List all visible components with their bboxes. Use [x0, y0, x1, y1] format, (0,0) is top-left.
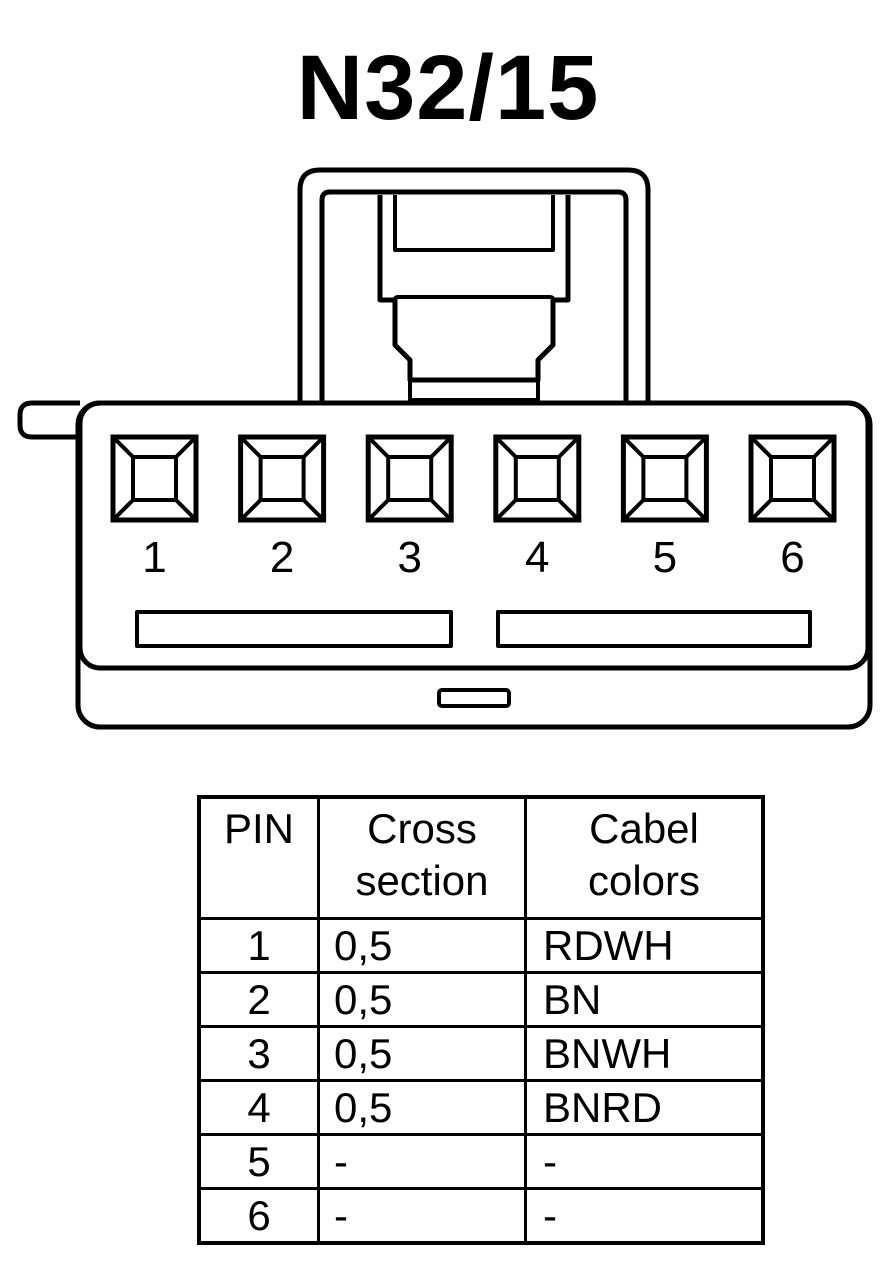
cell-pin: 4	[197, 1079, 320, 1136]
table-row: 2 0,5 BN	[197, 971, 765, 1028]
pin-cavity-2	[238, 434, 327, 523]
header-pin: PIN	[197, 795, 320, 920]
cell-cross: 0,5	[317, 917, 527, 974]
cell-color: -	[524, 1133, 765, 1190]
left-tab	[17, 400, 80, 440]
header-cable-colors: Cabel colors	[524, 795, 765, 920]
table-row: 5 - -	[197, 1133, 765, 1190]
header-color-line2: colors	[587, 857, 701, 904]
table-row: 4 0,5 BNRD	[197, 1079, 765, 1136]
cell-cross: -	[317, 1133, 527, 1190]
pin-cavity-3	[365, 434, 454, 523]
cell-color: BNWH	[524, 1025, 765, 1082]
cell-color: BNRD	[524, 1079, 765, 1136]
cell-pin: 3	[197, 1025, 320, 1082]
header-color-line1: Cabel	[589, 805, 699, 852]
table-row: 6 - -	[197, 1187, 765, 1245]
pin-label-6: 6	[780, 533, 804, 582]
slot-right	[496, 610, 812, 648]
cell-cross: -	[317, 1187, 527, 1245]
cell-pin: 1	[197, 917, 320, 974]
cell-cross: 0,5	[317, 971, 527, 1028]
pin-cavity-1	[110, 434, 199, 523]
slot-left	[135, 610, 453, 648]
pin-label-5: 5	[653, 533, 677, 582]
cell-color: -	[524, 1187, 765, 1245]
bottom-slot	[437, 688, 511, 708]
pin-cavity-5	[620, 434, 709, 523]
pin-label-3: 3	[397, 533, 421, 582]
table-row: 1 0,5 RDWH	[197, 917, 765, 974]
pin-cavity-4	[493, 434, 582, 523]
pin-label-2: 2	[270, 533, 294, 582]
latch-outer	[297, 167, 651, 405]
cell-cross: 0,5	[317, 1025, 527, 1082]
table-row: 3 0,5 BNWH	[197, 1025, 765, 1082]
pin-label-4: 4	[525, 533, 549, 582]
pin-table: PIN Cross section Cabel colors 1 0,5 RDW…	[197, 795, 765, 1245]
cell-cross: 0,5	[317, 1079, 527, 1136]
latch-inner	[319, 189, 629, 405]
pin-label-1: 1	[142, 533, 166, 582]
latch-tongue	[377, 195, 571, 383]
header-cross-line2: section	[355, 857, 489, 904]
housing-inner	[77, 400, 871, 671]
connector-diagram: 1 2 3 4 5 6	[17, 167, 873, 730]
connector-title: N32/15	[296, 37, 600, 139]
cell-color: RDWH	[524, 917, 765, 974]
table-header-row: PIN Cross section Cabel colors	[197, 795, 765, 920]
header-cross-section: Cross section	[317, 795, 527, 920]
pin-cavity-6	[748, 434, 837, 523]
cell-pin: 6	[197, 1187, 320, 1245]
cell-pin: 2	[197, 971, 320, 1028]
cell-pin: 5	[197, 1133, 320, 1190]
header-cross-line1: Cross	[367, 805, 477, 852]
cell-color: BN	[524, 971, 765, 1028]
